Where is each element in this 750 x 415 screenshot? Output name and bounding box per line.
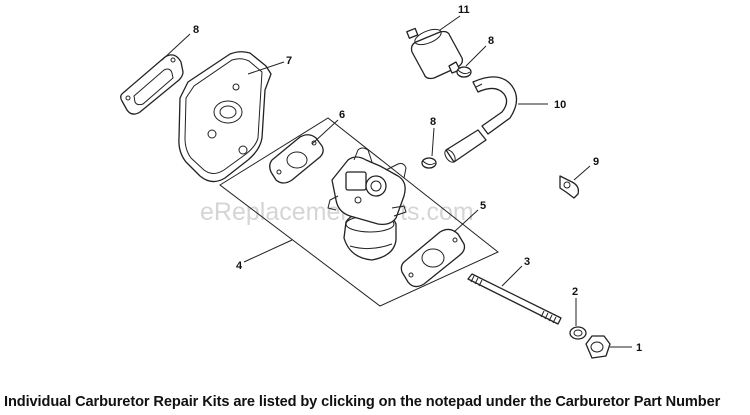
fuel-line-part-10[interactable]: [472, 76, 518, 135]
callout-3-stud: 3: [524, 256, 530, 268]
gasket-part-6[interactable]: [269, 134, 324, 184]
repair-kit-note: Individual Carburetor Repair Kits are li…: [4, 394, 721, 410]
air-cleaner-base-part-7[interactable]: [178, 51, 272, 183]
stud-part-3[interactable]: [467, 273, 562, 325]
washer-part-2[interactable]: [569, 326, 587, 340]
parts-diagram: eReplacementParts.com: [120, 4, 642, 359]
callout-9-clip: 9: [593, 156, 599, 168]
gasket-part-5[interactable]: [400, 228, 466, 288]
carburetor-part-4[interactable]: [327, 147, 407, 261]
fuel-line-straight-section[interactable]: [443, 129, 487, 164]
callout-2-washer: 2: [572, 286, 578, 298]
clip-part-9[interactable]: [559, 175, 580, 199]
gasket-part-8[interactable]: [120, 54, 184, 115]
callout-11-fuel-filter: 11: [458, 4, 470, 16]
callout-6-gasket: 6: [339, 109, 345, 121]
carburetor-kit-frame: [219, 117, 499, 307]
callout-10-fuel-line: 10: [554, 99, 566, 111]
hose-clamp-part-8-upper[interactable]: [456, 66, 472, 78]
callout-1-nut: 1: [636, 342, 642, 354]
nut-part-1[interactable]: [585, 335, 611, 359]
callout-8-clamp-upper: 8: [488, 35, 494, 47]
callout-5-gasket: 5: [480, 200, 486, 212]
callout-8-clamp-lower: 8: [430, 116, 436, 128]
callout-8-gasket: 8: [193, 24, 199, 36]
hose-clamp-part-8-lower[interactable]: [421, 157, 437, 169]
callout-7-air-cleaner-base: 7: [286, 55, 292, 67]
fuel-filter-part-11[interactable]: [406, 26, 464, 80]
leader-lines: [161, 15, 632, 348]
callout-4-carburetor: 4: [236, 260, 243, 272]
